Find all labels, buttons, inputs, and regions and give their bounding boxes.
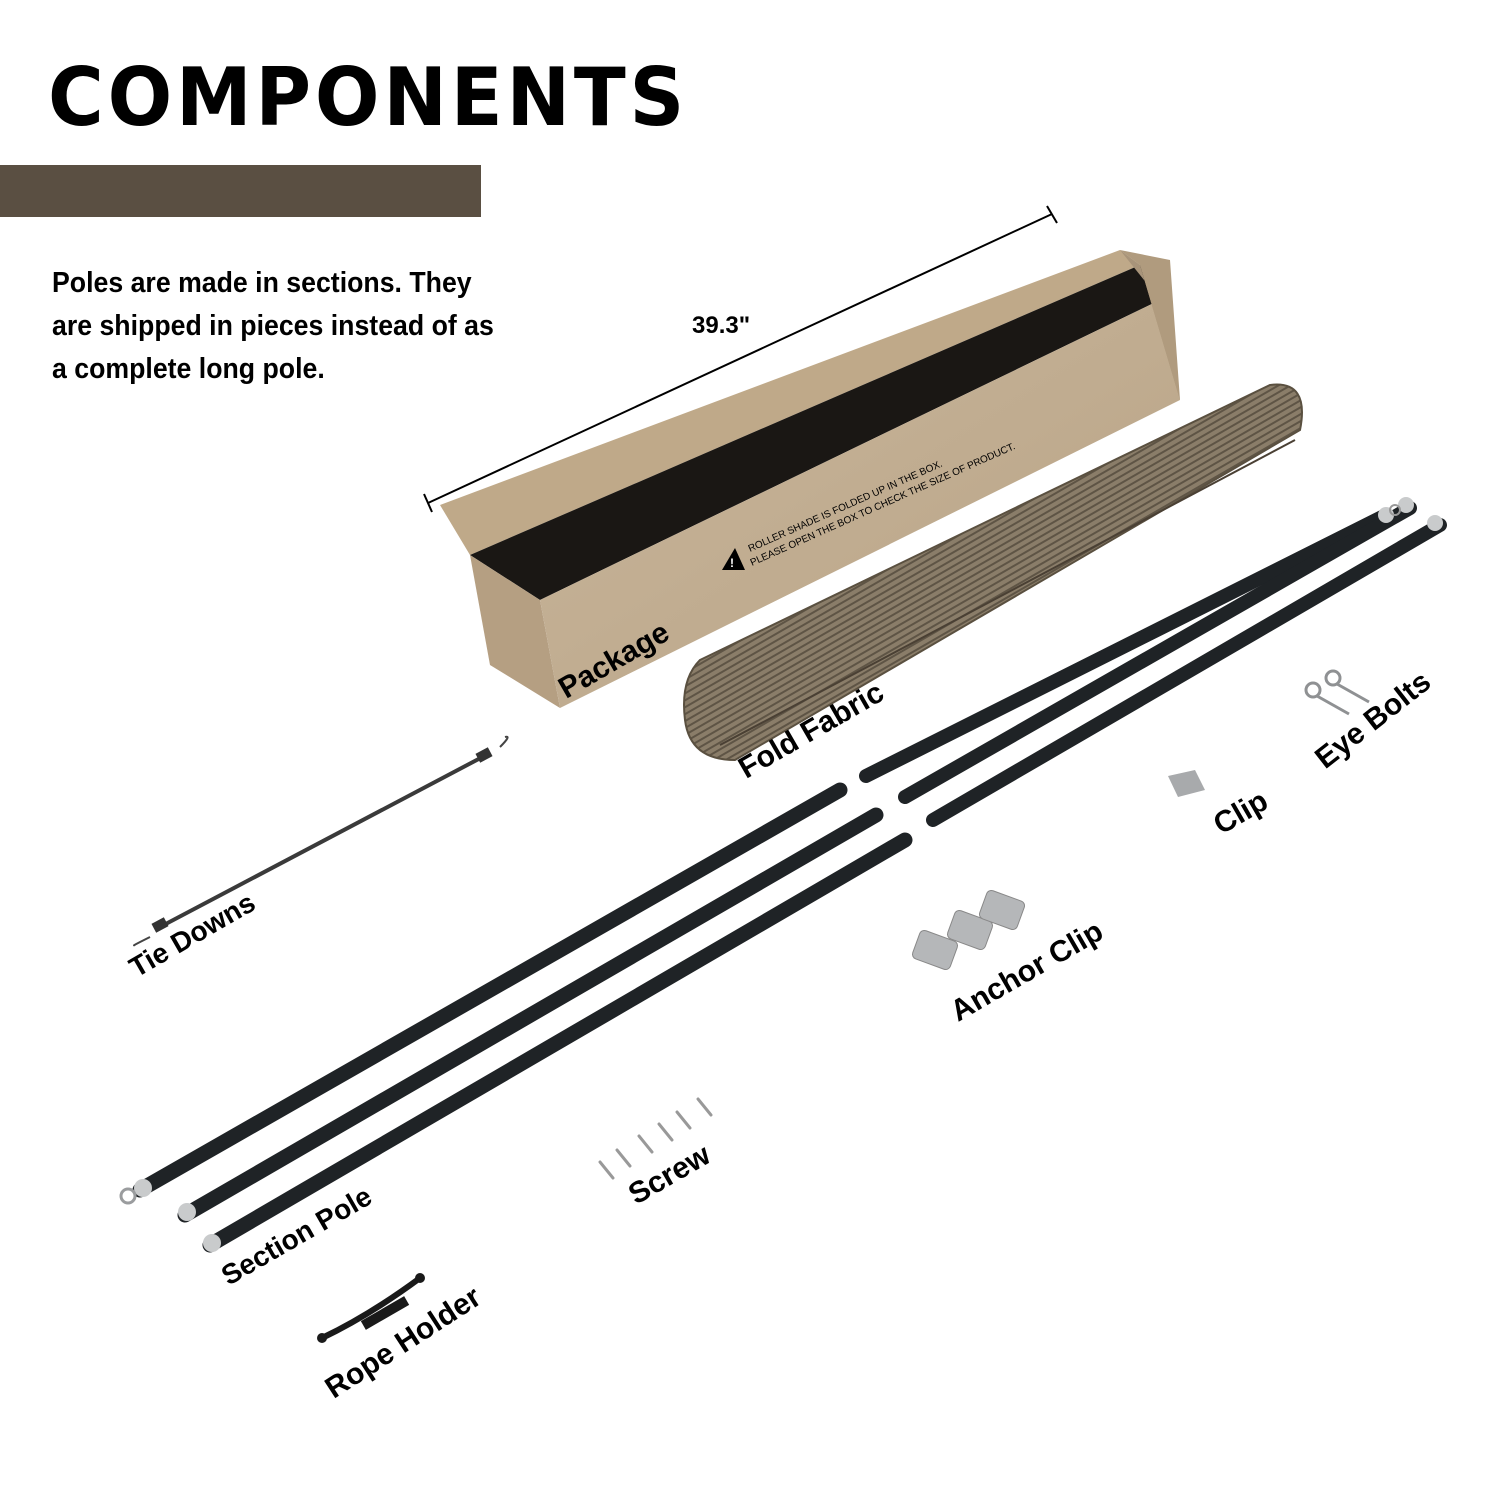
section-pole-upper-set-icon [859, 497, 1447, 827]
section-pole-lower-set-icon [119, 782, 913, 1253]
package-box-icon: ! ROLLER SHADE IS FOLDED UP IN THE BOX. … [440, 250, 1180, 708]
dimension-label: 39.3" [692, 312, 751, 339]
description-text: Poles are made in sections. They are shi… [52, 267, 494, 385]
clip-icon [1168, 770, 1205, 797]
page-title: COMPONENTS [48, 51, 689, 144]
title-underline-band [0, 165, 481, 217]
dimension-line [423, 205, 1058, 513]
rope-holder-icon [317, 1273, 425, 1343]
screws-icon [598, 1097, 713, 1180]
svg-text:!: ! [730, 556, 734, 570]
eye-bolts-icon [1304, 669, 1370, 716]
tie-downs-icon [133, 735, 509, 947]
fold-fabric-icon [683, 383, 1303, 762]
anchor-clip-icon [911, 889, 1026, 971]
